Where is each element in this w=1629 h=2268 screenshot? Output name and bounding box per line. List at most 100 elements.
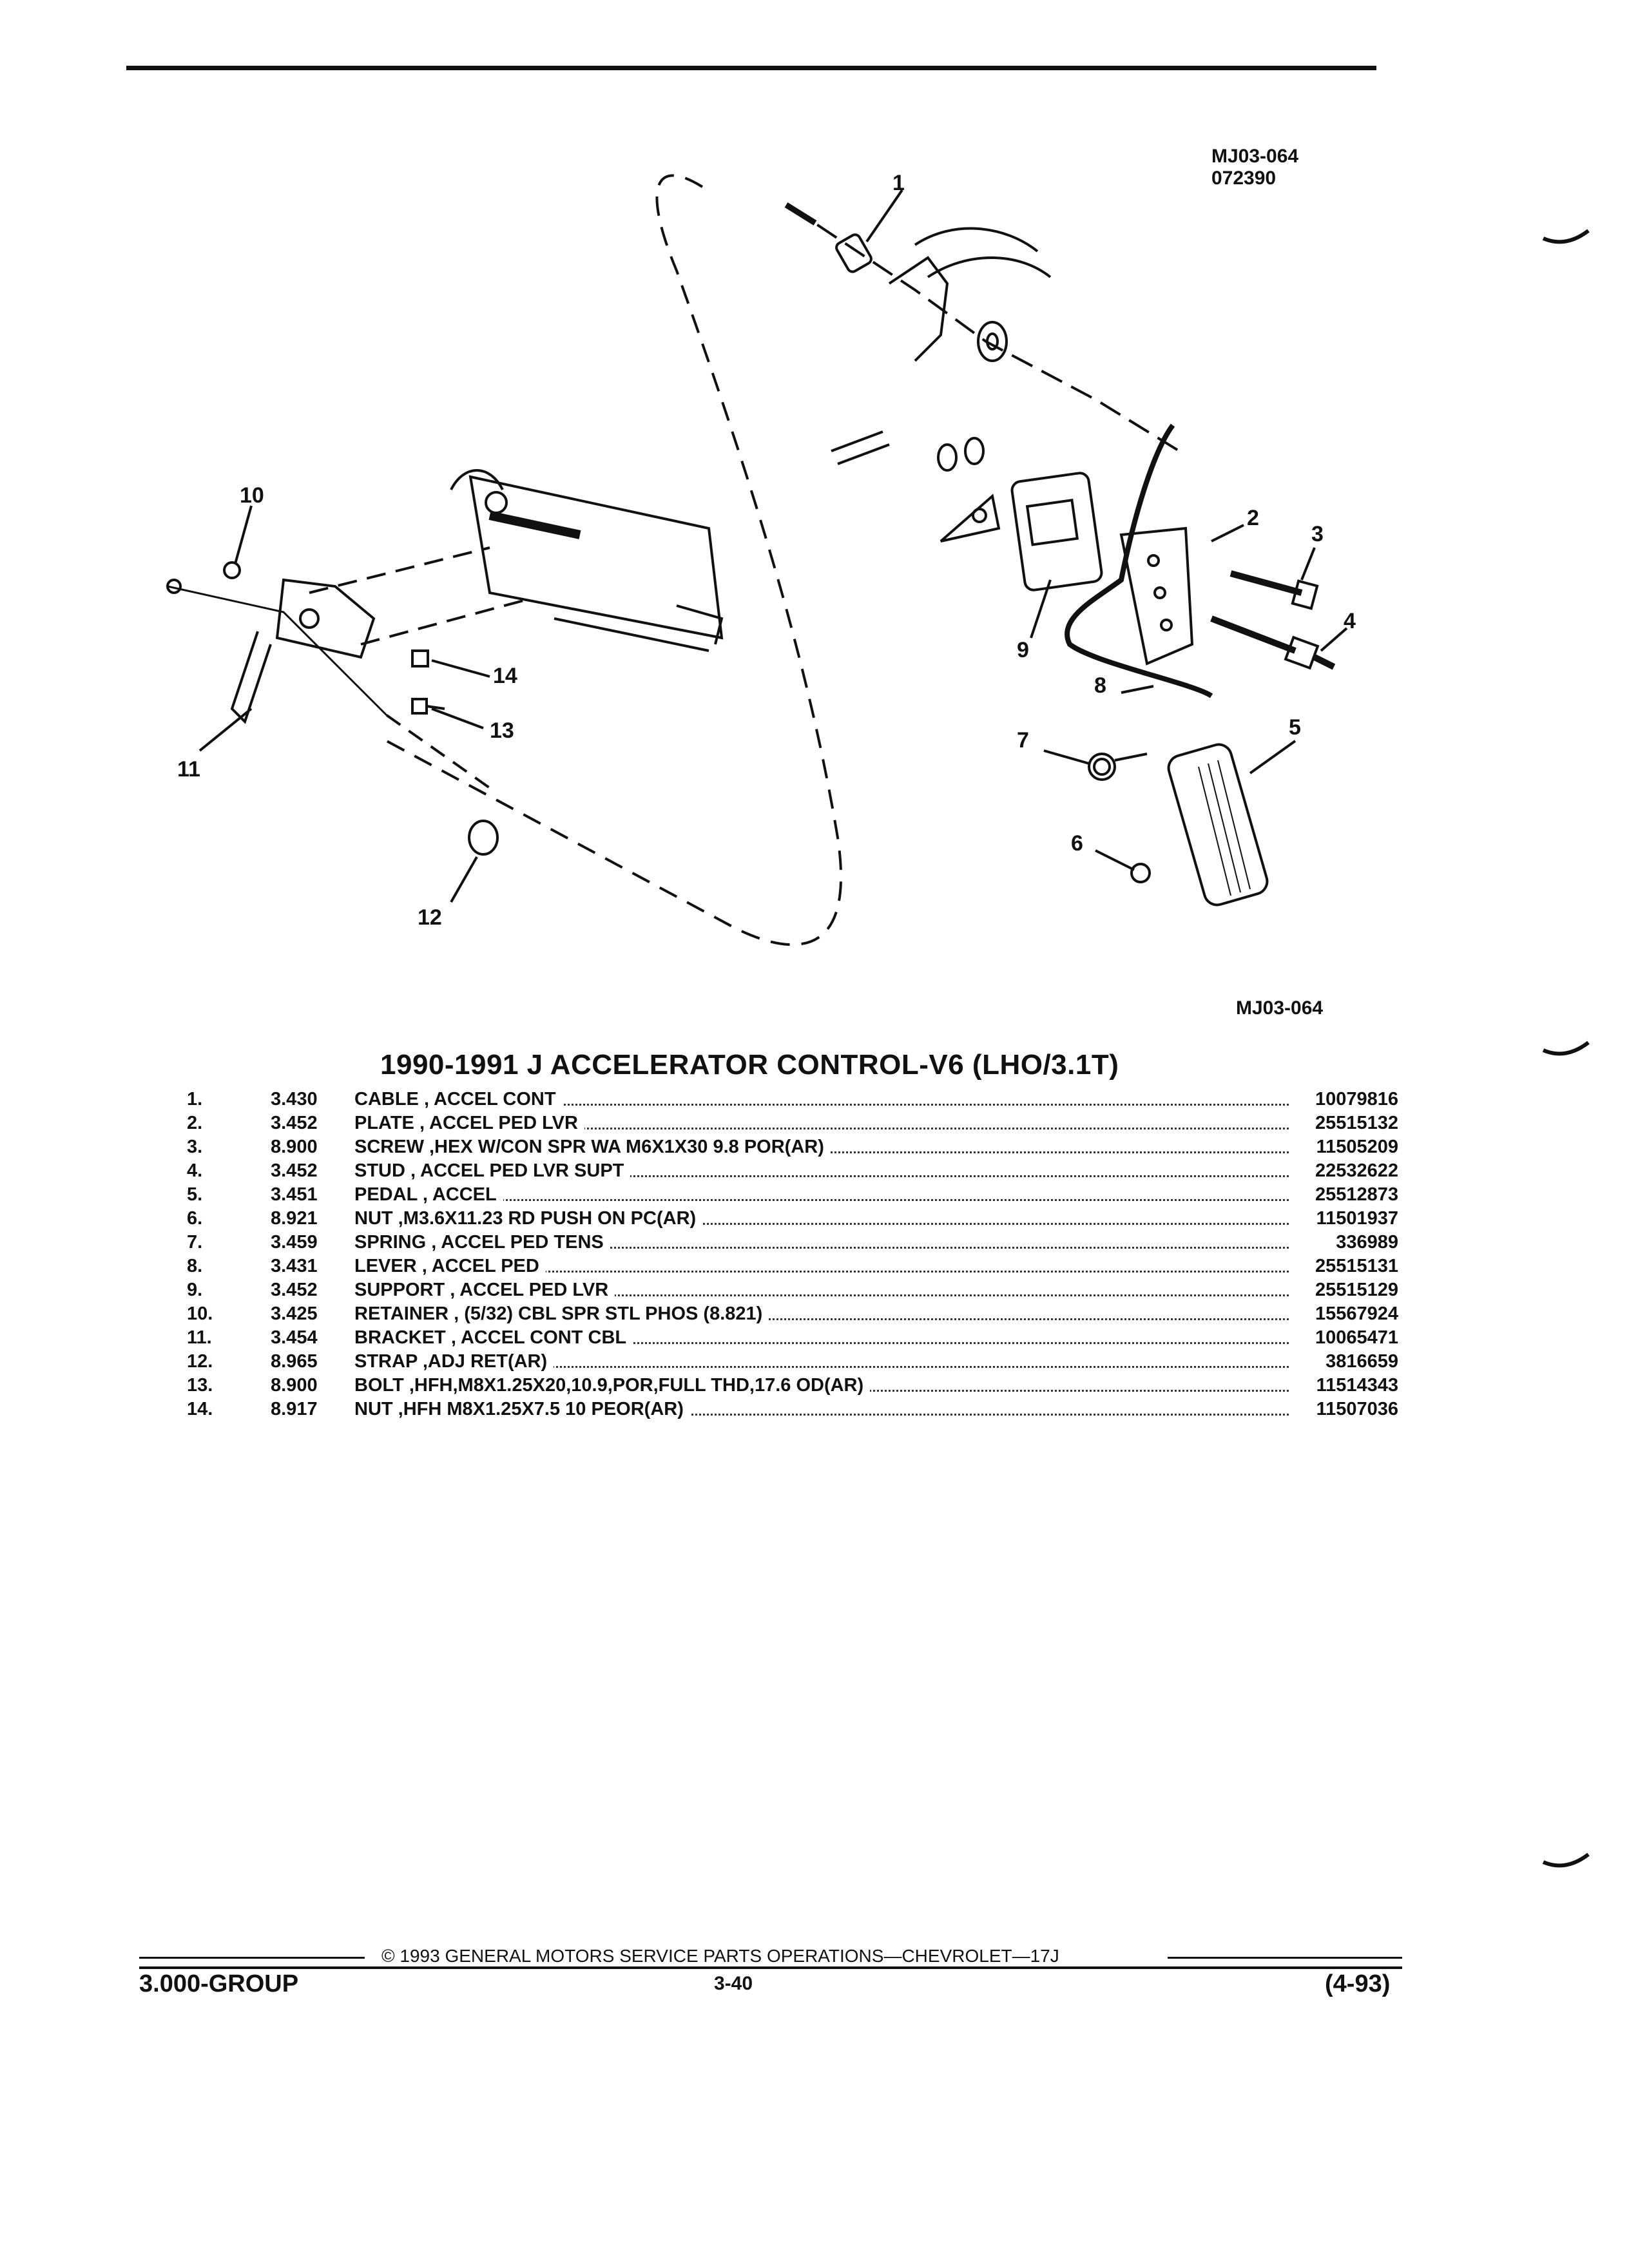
- part-number: 10079816: [1315, 1089, 1398, 1110]
- item-number: 2.: [187, 1113, 203, 1133]
- part-description: STRAP ,ADJ RET(AR): [354, 1351, 1289, 1372]
- part-number: 336989: [1336, 1232, 1398, 1253]
- callout-9: 9: [1017, 638, 1029, 662]
- table-row: 9. 3.452 SUPPORT , ACCEL PED LVR 25515129: [187, 1280, 1398, 1303]
- part-description: LEVER , ACCEL PED: [354, 1256, 1289, 1277]
- group-number: 8.965: [271, 1351, 318, 1372]
- group-number: 8.917: [271, 1399, 318, 1419]
- part-description: NUT ,M3.6X11.23 RD PUSH ON PC(AR): [354, 1208, 1289, 1229]
- item-number: 7.: [187, 1232, 203, 1253]
- part-number: 11505209: [1316, 1137, 1398, 1157]
- item-number: 9.: [187, 1280, 203, 1300]
- table-row: 7. 3.459 SPRING , ACCEL PED TENS 336989: [187, 1232, 1398, 1256]
- cable-upper: [788, 205, 1181, 452]
- footer-rule-bottom: [139, 1966, 1402, 1969]
- group-number: 3.425: [271, 1303, 318, 1324]
- part-number: 10065471: [1315, 1327, 1398, 1348]
- group-number: 3.452: [271, 1280, 318, 1300]
- part-number: 25515129: [1315, 1280, 1398, 1300]
- callout-3: 3: [1311, 522, 1324, 546]
- part-number: 15567924: [1315, 1303, 1398, 1324]
- part-number: 11501937: [1316, 1208, 1398, 1229]
- part-description: PLATE , ACCEL PED LVR: [354, 1113, 1289, 1134]
- part-number: 25512873: [1315, 1184, 1398, 1205]
- callout-7: 7: [1017, 728, 1029, 753]
- page-number: 3-40: [714, 1973, 753, 1994]
- item-number: 8.: [187, 1256, 203, 1276]
- top-rule: [126, 66, 1376, 70]
- callout-2: 2: [1247, 506, 1259, 530]
- table-row: 14. 8.917 NUT ,HFH M8X1.25X7.5 10 PEOR(AR)…: [187, 1399, 1398, 1423]
- item-number: 12.: [187, 1351, 213, 1372]
- group-number: 3.452: [271, 1160, 318, 1181]
- part-description: SPRING , ACCEL PED TENS: [354, 1232, 1289, 1253]
- table-row: 2. 3.452 PLATE , ACCEL PED LVR 25515132: [187, 1113, 1398, 1137]
- strap-12: [468, 820, 499, 856]
- part-number: 25515132: [1315, 1113, 1398, 1133]
- part-number: 11514343: [1316, 1375, 1398, 1396]
- group-number: 8.900: [271, 1375, 318, 1396]
- callout-13: 13: [490, 718, 514, 743]
- callout-4: 4: [1344, 609, 1356, 633]
- item-number: 14.: [187, 1399, 213, 1419]
- part-description: NUT ,HFH M8X1.25X7.5 10 PEOR(AR): [354, 1399, 1289, 1420]
- copyright-notice: © 1993 GENERAL MOTORS SERVICE PARTS OPER…: [381, 1946, 1059, 1966]
- lever-8: [1065, 423, 1213, 698]
- group-number: 3.451: [271, 1184, 318, 1205]
- figure-id-top: MJ03-064 072390: [1211, 146, 1299, 189]
- cable-fitting: [835, 233, 872, 273]
- group-number: 3.431: [271, 1256, 318, 1276]
- callout-5: 5: [1289, 715, 1301, 740]
- part-description: STUD , ACCEL PED LVR SUPT: [354, 1160, 1289, 1182]
- group-number: 8.900: [271, 1137, 318, 1157]
- table-row: 11. 3.454 BRACKET , ACCEL CONT CBL 10065471: [187, 1327, 1398, 1351]
- part-number: 11507036: [1316, 1399, 1398, 1419]
- part-description: RETAINER , (5/32) CBL SPR STL PHOS (8.82…: [354, 1303, 1289, 1325]
- spring-7: [1088, 753, 1116, 781]
- page-title: 1990-1991 J ACCELERATOR CONTROL-V6 (LHO/…: [380, 1049, 1119, 1081]
- group-number: 3.452: [271, 1113, 318, 1133]
- callout-1: 1: [892, 171, 905, 195]
- callout-6: 6: [1071, 831, 1083, 856]
- plate-9: [1010, 472, 1103, 591]
- bracket-11: [275, 578, 376, 659]
- support-bracket: [1119, 526, 1194, 666]
- part-number: 25515131: [1315, 1256, 1398, 1276]
- table-row: 13. 8.900 BOLT ,HFH,M8X1.25X20,10.9,POR,FU…: [187, 1375, 1398, 1399]
- table-row: 8. 3.431 LEVER , ACCEL PED 25515131: [187, 1256, 1398, 1280]
- item-number: 6.: [187, 1208, 203, 1229]
- part-description: SUPPORT , ACCEL PED LVR: [354, 1280, 1289, 1301]
- group-number: 3.430: [271, 1089, 318, 1110]
- callout-12: 12: [418, 905, 442, 930]
- part-description: BRACKET , ACCEL CONT CBL: [354, 1327, 1289, 1349]
- table-row: 10. 3.425 RETAINER , (5/32) CBL SPR STL PH…: [187, 1303, 1398, 1327]
- part-description: PEDAL , ACCEL: [354, 1184, 1289, 1206]
- diagram-dashed-boundary: [386, 174, 842, 946]
- group-label: 3.000-GROUP: [139, 1970, 299, 1997]
- part-number: 22532622: [1315, 1160, 1398, 1181]
- group-number: 3.454: [271, 1327, 318, 1348]
- part-description: SCREW ,HEX W/CON SPR WA M6X1X30 9.8 POR(…: [354, 1137, 1289, 1158]
- table-row: 3. 8.900 SCREW ,HEX W/CON SPR WA M6X1X30 9…: [187, 1137, 1398, 1160]
- callout-11: 11: [177, 757, 200, 782]
- group-number: 3.459: [271, 1232, 318, 1253]
- item-number: 3.: [187, 1137, 203, 1157]
- table-row: 4. 3.452 STUD , ACCEL PED LVR SUPT 22532622: [187, 1160, 1398, 1184]
- revision-date: (4-93): [1325, 1970, 1391, 1997]
- item-number: 10.: [187, 1303, 213, 1324]
- pedal-5: [1167, 743, 1269, 907]
- part-description: BOLT ,HFH,M8X1.25X20,10.9,POR,FULL THD,1…: [354, 1375, 1289, 1396]
- cable-lower: [167, 585, 388, 716]
- item-number: 13.: [187, 1375, 213, 1396]
- item-number: 4.: [187, 1160, 203, 1181]
- callout-14: 14: [493, 664, 517, 688]
- item-number: 11.: [187, 1327, 212, 1348]
- exploded-parts-diagram: 1 2 3 4 5 6 7 8 9 10 11 12 13 14: [166, 171, 1356, 946]
- part-description: CABLE , ACCEL CONT: [354, 1089, 1289, 1110]
- figure-id-bottom: MJ03-064: [1236, 997, 1324, 1019]
